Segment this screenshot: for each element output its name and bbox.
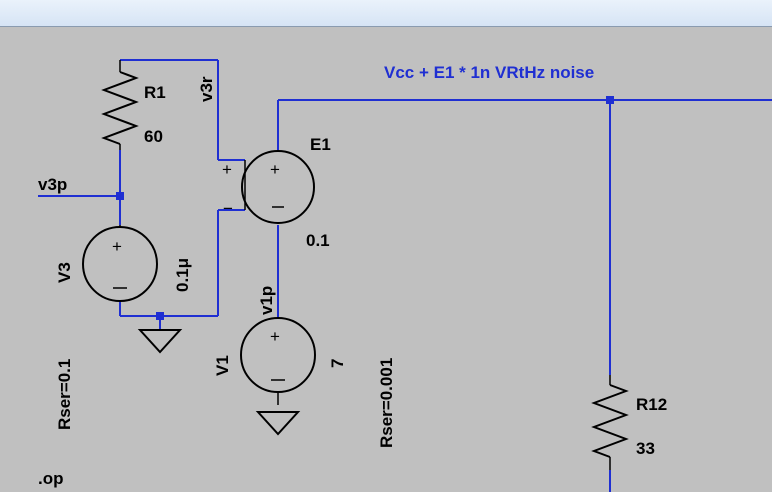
e1-ref-label: E1 (310, 135, 331, 154)
ground-symbol-v3 (137, 329, 183, 354)
v1-value-label: 7 (328, 359, 347, 368)
junction-output (606, 96, 614, 104)
v1-ref-label: V1 (213, 355, 232, 376)
e1-gain-label: 0.1 (306, 231, 330, 250)
net-label-v3r: v3r (197, 76, 216, 102)
svg-text:+: + (112, 237, 122, 256)
r1-value-label: 60 (144, 127, 163, 146)
r1-ref-label: R1 (144, 83, 166, 102)
svg-text:+: + (222, 160, 232, 179)
v3-value-label: 0.1μ (173, 258, 192, 292)
junction-v3p (116, 192, 124, 200)
v3-ref-label: V3 (55, 262, 74, 283)
svg-text:−: − (223, 199, 233, 218)
v1-rser-label: Rser=0.001 (377, 358, 396, 448)
svg-text:+: + (270, 327, 280, 346)
resistor-r12[interactable] (591, 375, 629, 470)
r12-ref-label: R12 (636, 395, 667, 414)
v3-rser-label: Rser=0.1 (55, 359, 74, 430)
r12-value-label: 33 (636, 439, 655, 458)
net-label-output: Vcc + E1 * 1n VRtHz noise (384, 63, 594, 82)
voltage-source-v3[interactable]: + (82, 225, 158, 302)
vcvs-e1[interactable]: + − + (222, 150, 315, 224)
voltage-source-v1[interactable]: + (240, 317, 316, 405)
wires (38, 59, 772, 492)
junction-ground (156, 312, 164, 320)
spice-directive[interactable]: .op (38, 469, 64, 488)
net-label-v3p: v3p (38, 175, 67, 194)
net-label-v1p: v1p (257, 286, 276, 315)
ground-symbol-v1 (255, 411, 301, 436)
window-title-bar (0, 0, 772, 27)
resistor-r1[interactable] (101, 60, 139, 150)
svg-text:+: + (270, 160, 280, 179)
